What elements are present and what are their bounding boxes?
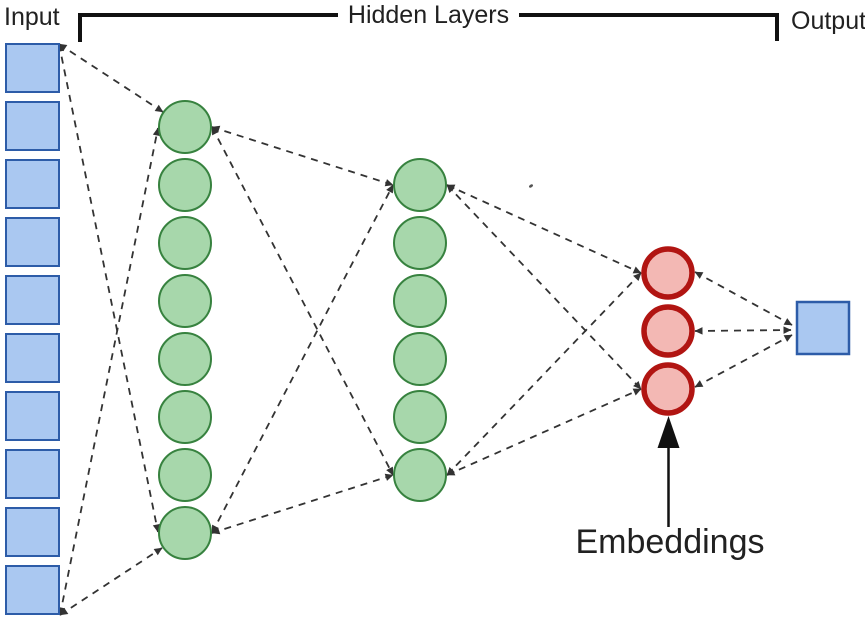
embeddings-label: Embeddings	[575, 523, 765, 561]
embeddings-arrowhead	[657, 416, 680, 448]
connector-line	[211, 125, 394, 187]
connector-line	[446, 388, 642, 476]
hidden1-node	[158, 390, 212, 444]
input-square	[5, 333, 60, 383]
output-square	[795, 300, 851, 356]
connector-line	[57, 127, 161, 616]
input-square	[5, 507, 60, 557]
connector-line	[446, 272, 642, 476]
hidden1-node	[158, 274, 212, 328]
input-square	[5, 449, 60, 499]
hidden2-node	[393, 274, 447, 328]
hidden1-node	[158, 448, 212, 502]
input-square	[5, 43, 60, 93]
connector-line	[211, 126, 394, 476]
connector-line	[446, 184, 642, 274]
output-label: Output	[791, 7, 865, 35]
connector-line	[694, 334, 793, 388]
connector-line	[211, 184, 394, 534]
connector-line	[694, 326, 792, 335]
hidden1-node	[158, 332, 212, 386]
input-square	[5, 217, 60, 267]
connector-line	[59, 547, 163, 616]
hidden1-node	[158, 216, 212, 270]
embedding-node	[641, 304, 695, 358]
hidden2-node	[393, 332, 447, 386]
connector-line	[694, 271, 793, 326]
hidden2-node	[393, 158, 447, 212]
hidden1-node	[158, 100, 212, 154]
input-square	[5, 101, 60, 151]
hidden2-node	[393, 448, 447, 502]
connector-line	[58, 43, 164, 113]
connector-line	[211, 473, 394, 535]
connector-line	[56, 43, 161, 533]
input-square	[5, 565, 60, 615]
input-label: Input	[4, 3, 60, 31]
hidden2-node	[393, 390, 447, 444]
input-square	[5, 275, 60, 325]
hidden1-node	[158, 506, 212, 560]
hidden-layers-label: Hidden Layers	[338, 1, 519, 29]
hidden1-node	[158, 158, 212, 212]
input-square	[5, 391, 60, 441]
hidden2-node	[393, 216, 447, 270]
embedding-node	[641, 246, 695, 300]
input-square	[5, 159, 60, 209]
connector-line	[446, 184, 642, 390]
stray-mark	[529, 184, 533, 188]
embedding-node	[641, 362, 695, 416]
